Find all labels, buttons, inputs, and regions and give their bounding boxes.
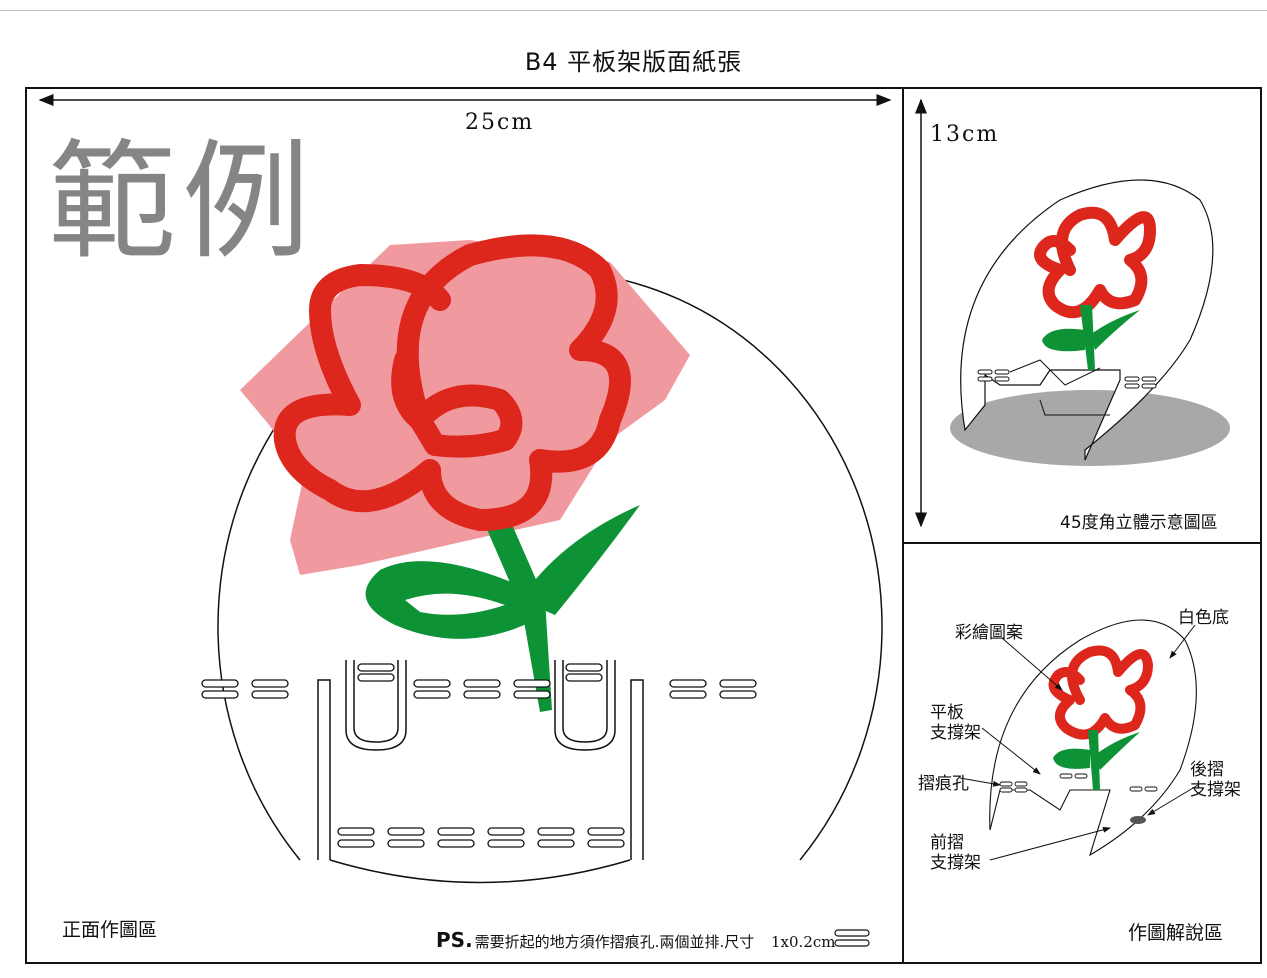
cut-lines [317, 660, 644, 860]
front-panel-label: 正面作圖區 [62, 919, 158, 941]
explain-panel-label: 作圖解說區 [1128, 922, 1224, 944]
callout-white-base: 白色底 [1178, 608, 1229, 628]
crease-hole-icon [834, 929, 870, 947]
callout-front-fold: 前摺 支撐架 [930, 833, 981, 873]
callout-back-fold-line2: 支撐架 [1190, 780, 1241, 800]
watermark-example: 範例 [48, 128, 317, 277]
ps-prefix: PS. [436, 928, 473, 952]
explain-panel [902, 542, 1262, 964]
callout-back-fold-line1: 後摺 [1190, 760, 1224, 780]
width-label: 25cm [465, 110, 535, 135]
page-title: B4 平板架版面紙張 [524, 48, 743, 76]
callout-board-support-line1: 平板 [930, 703, 964, 723]
callout-board-support-line2: 支撐架 [930, 723, 981, 743]
top-divider [0, 10, 1267, 11]
perspective-panel-label: 45度角立體示意圖區 [1060, 513, 1218, 533]
crease-holes [201, 663, 757, 848]
green-stem [365, 505, 640, 712]
ps-size: 1x0.2cm [771, 933, 836, 951]
callout-crease-hole: 摺痕孔 [918, 774, 969, 794]
callout-back-fold: 後摺 支撐架 [1190, 760, 1241, 800]
callout-board-support: 平板 支撐架 [930, 703, 981, 743]
callout-painted-pattern: 彩繪圖案 [955, 623, 1023, 643]
height-label: 13cm [930, 122, 1000, 147]
callout-front-fold-line1: 前摺 [930, 833, 964, 853]
ps-note: PS.需要折起的地方須作摺痕孔.兩個並排.尺寸 1x0.2cm [436, 928, 835, 952]
callout-front-fold-line2: 支撐架 [930, 853, 981, 873]
red-flower [273, 234, 631, 531]
ps-text: 需要折起的地方須作摺痕孔.兩個並排.尺寸 [474, 933, 755, 951]
